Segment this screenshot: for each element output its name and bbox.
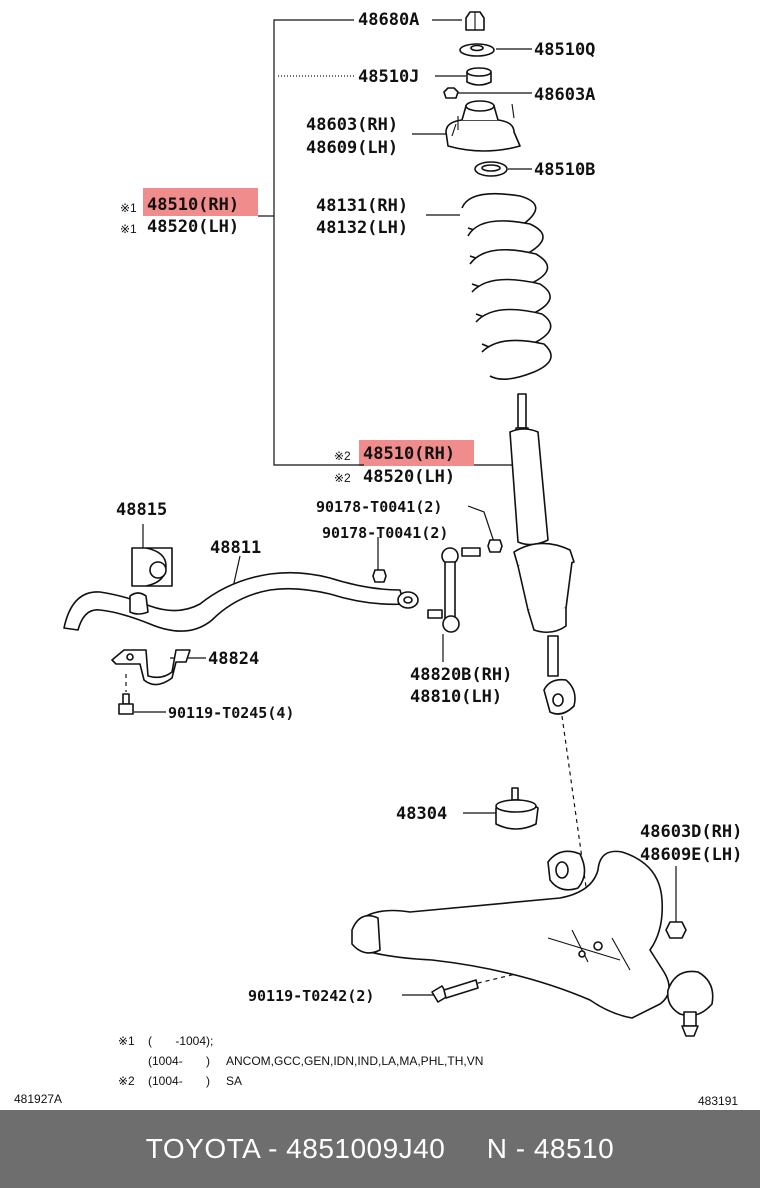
bracket-48824-icon	[111, 649, 191, 686]
illustration-code-right: 483191	[698, 1094, 738, 1108]
label-48520-lh-lower: 48520(LH)	[363, 467, 455, 487]
stabilizer-link-icon	[427, 547, 481, 633]
assembly-dashed-line	[561, 715, 595, 945]
label-90178-b: 90178-T0041(2)	[322, 524, 448, 542]
label-48811: 48811	[210, 538, 261, 558]
part-footer-bar: TOYOTA - 4851009J40 N - 48510	[0, 1110, 760, 1188]
mark-note1-b: ※1	[120, 222, 137, 236]
label-48824: 48824	[208, 649, 259, 669]
label-48510B: 48510B	[534, 160, 595, 180]
footnote2-code: SA	[226, 1074, 242, 1088]
stabilizer-bar-icon	[63, 571, 419, 632]
footnote2-range: (1004- )	[148, 1074, 210, 1088]
nut-48603A-icon	[443, 87, 459, 99]
bolt-90119-T0245-icon	[118, 674, 134, 715]
lower-arm-icon	[351, 850, 670, 1019]
mark-note2-b: ※2	[334, 471, 351, 485]
illustration-code-left: 481927A	[14, 1092, 62, 1106]
nut-48680A-icon	[465, 11, 485, 31]
highlight-48510-lower	[359, 440, 474, 466]
label-48510J: 48510J	[358, 67, 419, 87]
label-48815: 48815	[116, 500, 167, 520]
label-48510-rh-upper: 48510(RH)	[147, 195, 239, 215]
part-number-caption: TOYOTA - 4851009J40 N - 48510	[145, 1133, 615, 1164]
label-48609-lh: 48609(LH)	[306, 138, 398, 158]
label-48132-lh: 48132(LH)	[316, 218, 408, 238]
label-48603A: 48603A	[534, 85, 595, 105]
nut-48603D-icon	[665, 921, 687, 939]
label-48603D-rh: 48603D(RH)	[640, 822, 742, 842]
parts-diagram: 48680A 48510Q 48510J 48603A 48603(RH) 48…	[14, 10, 742, 1108]
highlight-48510-upper	[143, 188, 258, 216]
label-48810-lh: 48810(LH)	[410, 687, 502, 707]
footnote1-range: ( -1004);	[148, 1034, 213, 1048]
shock-absorber-icon	[509, 393, 576, 715]
label-48510Q: 48510Q	[534, 40, 595, 60]
label-90119-T0242: 90119-T0242(2)	[248, 987, 374, 1005]
label-90119-T0245: 90119-T0245(4)	[168, 704, 294, 722]
bushing-48510J-icon	[466, 67, 492, 86]
nut-90178-b-icon	[372, 569, 387, 583]
nut-90178-a-icon	[487, 539, 503, 553]
footnote1b-range: (1004- )	[148, 1054, 210, 1068]
bracket-leaders	[258, 19, 364, 466]
label-48520-lh-upper: 48520(LH)	[147, 217, 239, 237]
label-48603-rh: 48603(RH)	[306, 115, 398, 135]
coil-spring-icon	[461, 192, 552, 380]
label-48609E-lh: 48609E(LH)	[640, 845, 742, 865]
footnote2-mark: ※2	[118, 1074, 135, 1088]
bolt-90119-T0242-icon	[431, 979, 479, 1003]
label-90178-a: 90178-T0041(2)	[316, 498, 442, 516]
footnote1b-codes: ANCOM,GCC,GEN,IDN,IND,LA,MA,PHL,TH,VN	[226, 1054, 483, 1068]
mark-note1-a: ※1	[120, 201, 137, 215]
washer-48510Q-icon	[459, 43, 495, 57]
footnote1-mark: ※1	[118, 1034, 135, 1048]
seat-48510B-icon	[474, 161, 508, 177]
label-48304: 48304	[396, 804, 447, 824]
ball-joint-icon	[666, 970, 714, 1037]
bump-stopper-48304-icon	[495, 787, 539, 830]
bushing-48815-icon	[131, 547, 173, 587]
label-48510-rh-lower: 48510(RH)	[363, 444, 455, 464]
label-48820B-rh: 48820B(RH)	[410, 665, 512, 685]
label-48680A: 48680A	[358, 10, 419, 30]
upper-support-48603-icon	[445, 100, 521, 152]
label-48131-rh: 48131(RH)	[316, 196, 408, 216]
mark-note2-a: ※2	[334, 449, 351, 463]
